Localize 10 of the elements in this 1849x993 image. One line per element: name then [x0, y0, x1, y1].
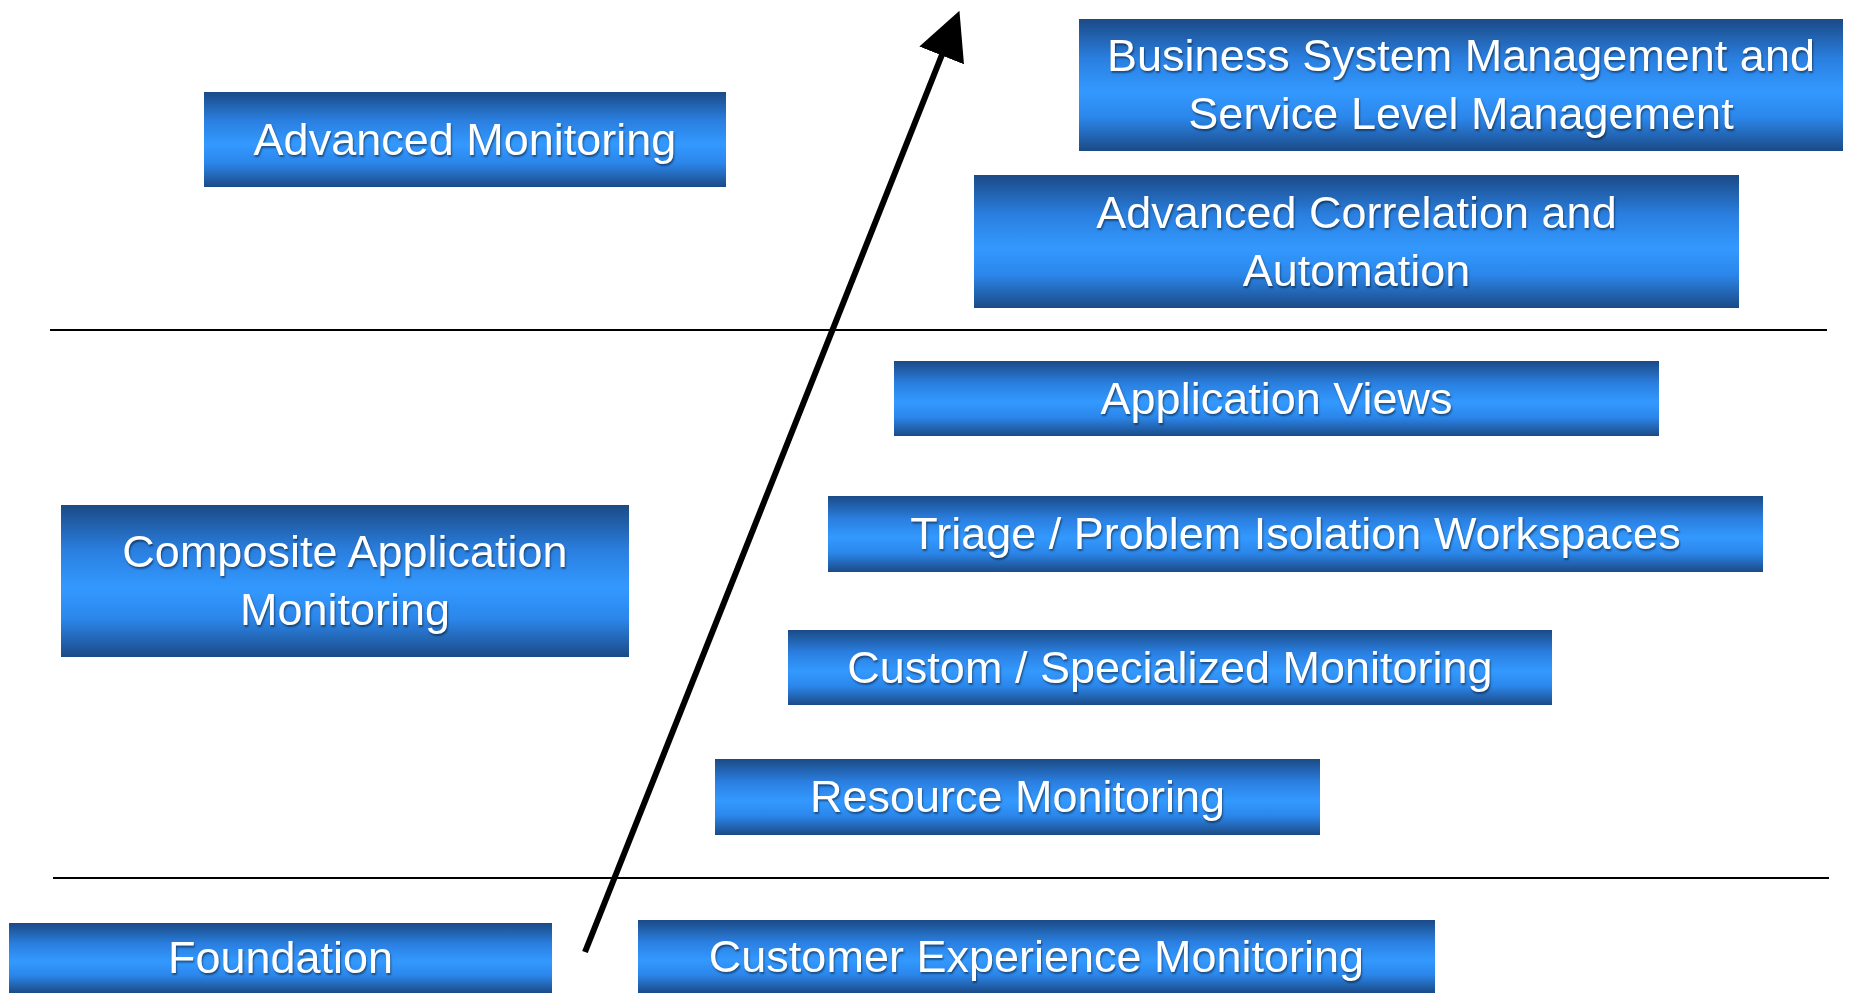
level-box: Application Views	[894, 361, 1659, 436]
level-box: Advanced Monitoring	[204, 92, 726, 187]
level-box: Composite Application Monitoring	[61, 505, 629, 657]
level-box: Foundation	[9, 923, 552, 993]
level-box: Custom / Specialized Monitoring	[788, 630, 1552, 705]
level-box: Advanced Correlation and Automation	[974, 175, 1739, 308]
level-box: Business System Management and Service Level Management	[1079, 19, 1843, 151]
level-box: Resource Monitoring	[715, 759, 1320, 835]
level-box: Customer Experience Monitoring	[638, 920, 1435, 993]
level-box: Triage / Problem Isolation Workspaces	[828, 496, 1763, 572]
